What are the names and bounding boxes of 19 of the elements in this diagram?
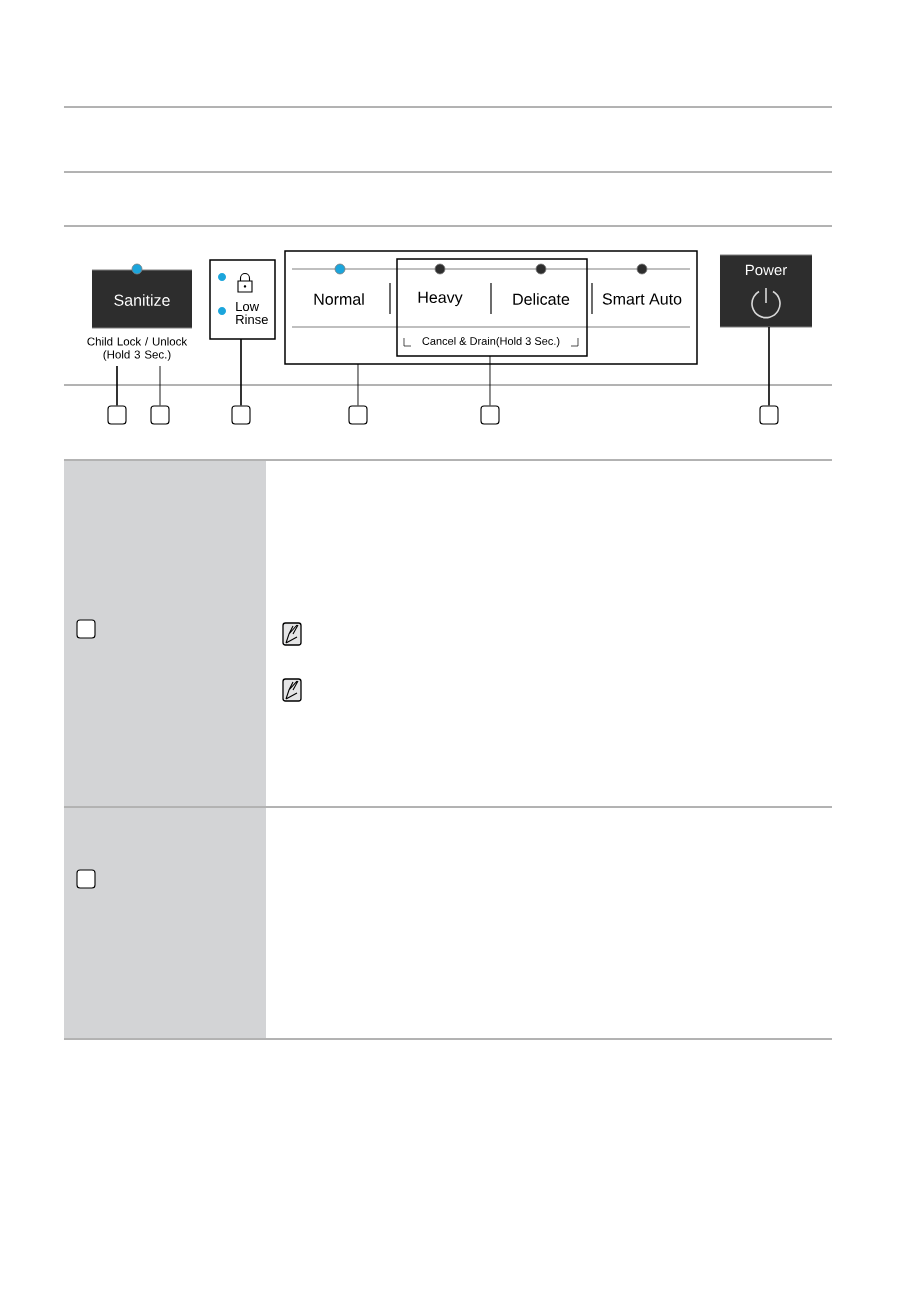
leader-line [768,326,770,407]
callout-box [76,619,96,639]
callout-box [480,405,500,425]
leader-line [159,365,161,406]
indicator-panel: Low Rinse [209,259,276,340]
callout-box [150,405,170,425]
button-caption: Child Lock / Unlock (Hold 3 Sec.) [87,337,188,361]
cycle-group-box: Heavy Delicate Cancel & Drain(Hold 3 Sec.) [396,258,588,357]
leader-line [357,363,359,406]
leader-line [240,338,242,407]
callout-box [76,869,96,889]
callout-box [348,405,368,425]
leader-line [116,365,118,407]
leader-line [489,355,491,406]
callout-box [759,405,779,425]
power-button: Power [719,254,813,328]
callout-box [231,405,251,425]
callout-box [107,405,127,425]
sanitize-button: Sanitize [91,263,193,329]
